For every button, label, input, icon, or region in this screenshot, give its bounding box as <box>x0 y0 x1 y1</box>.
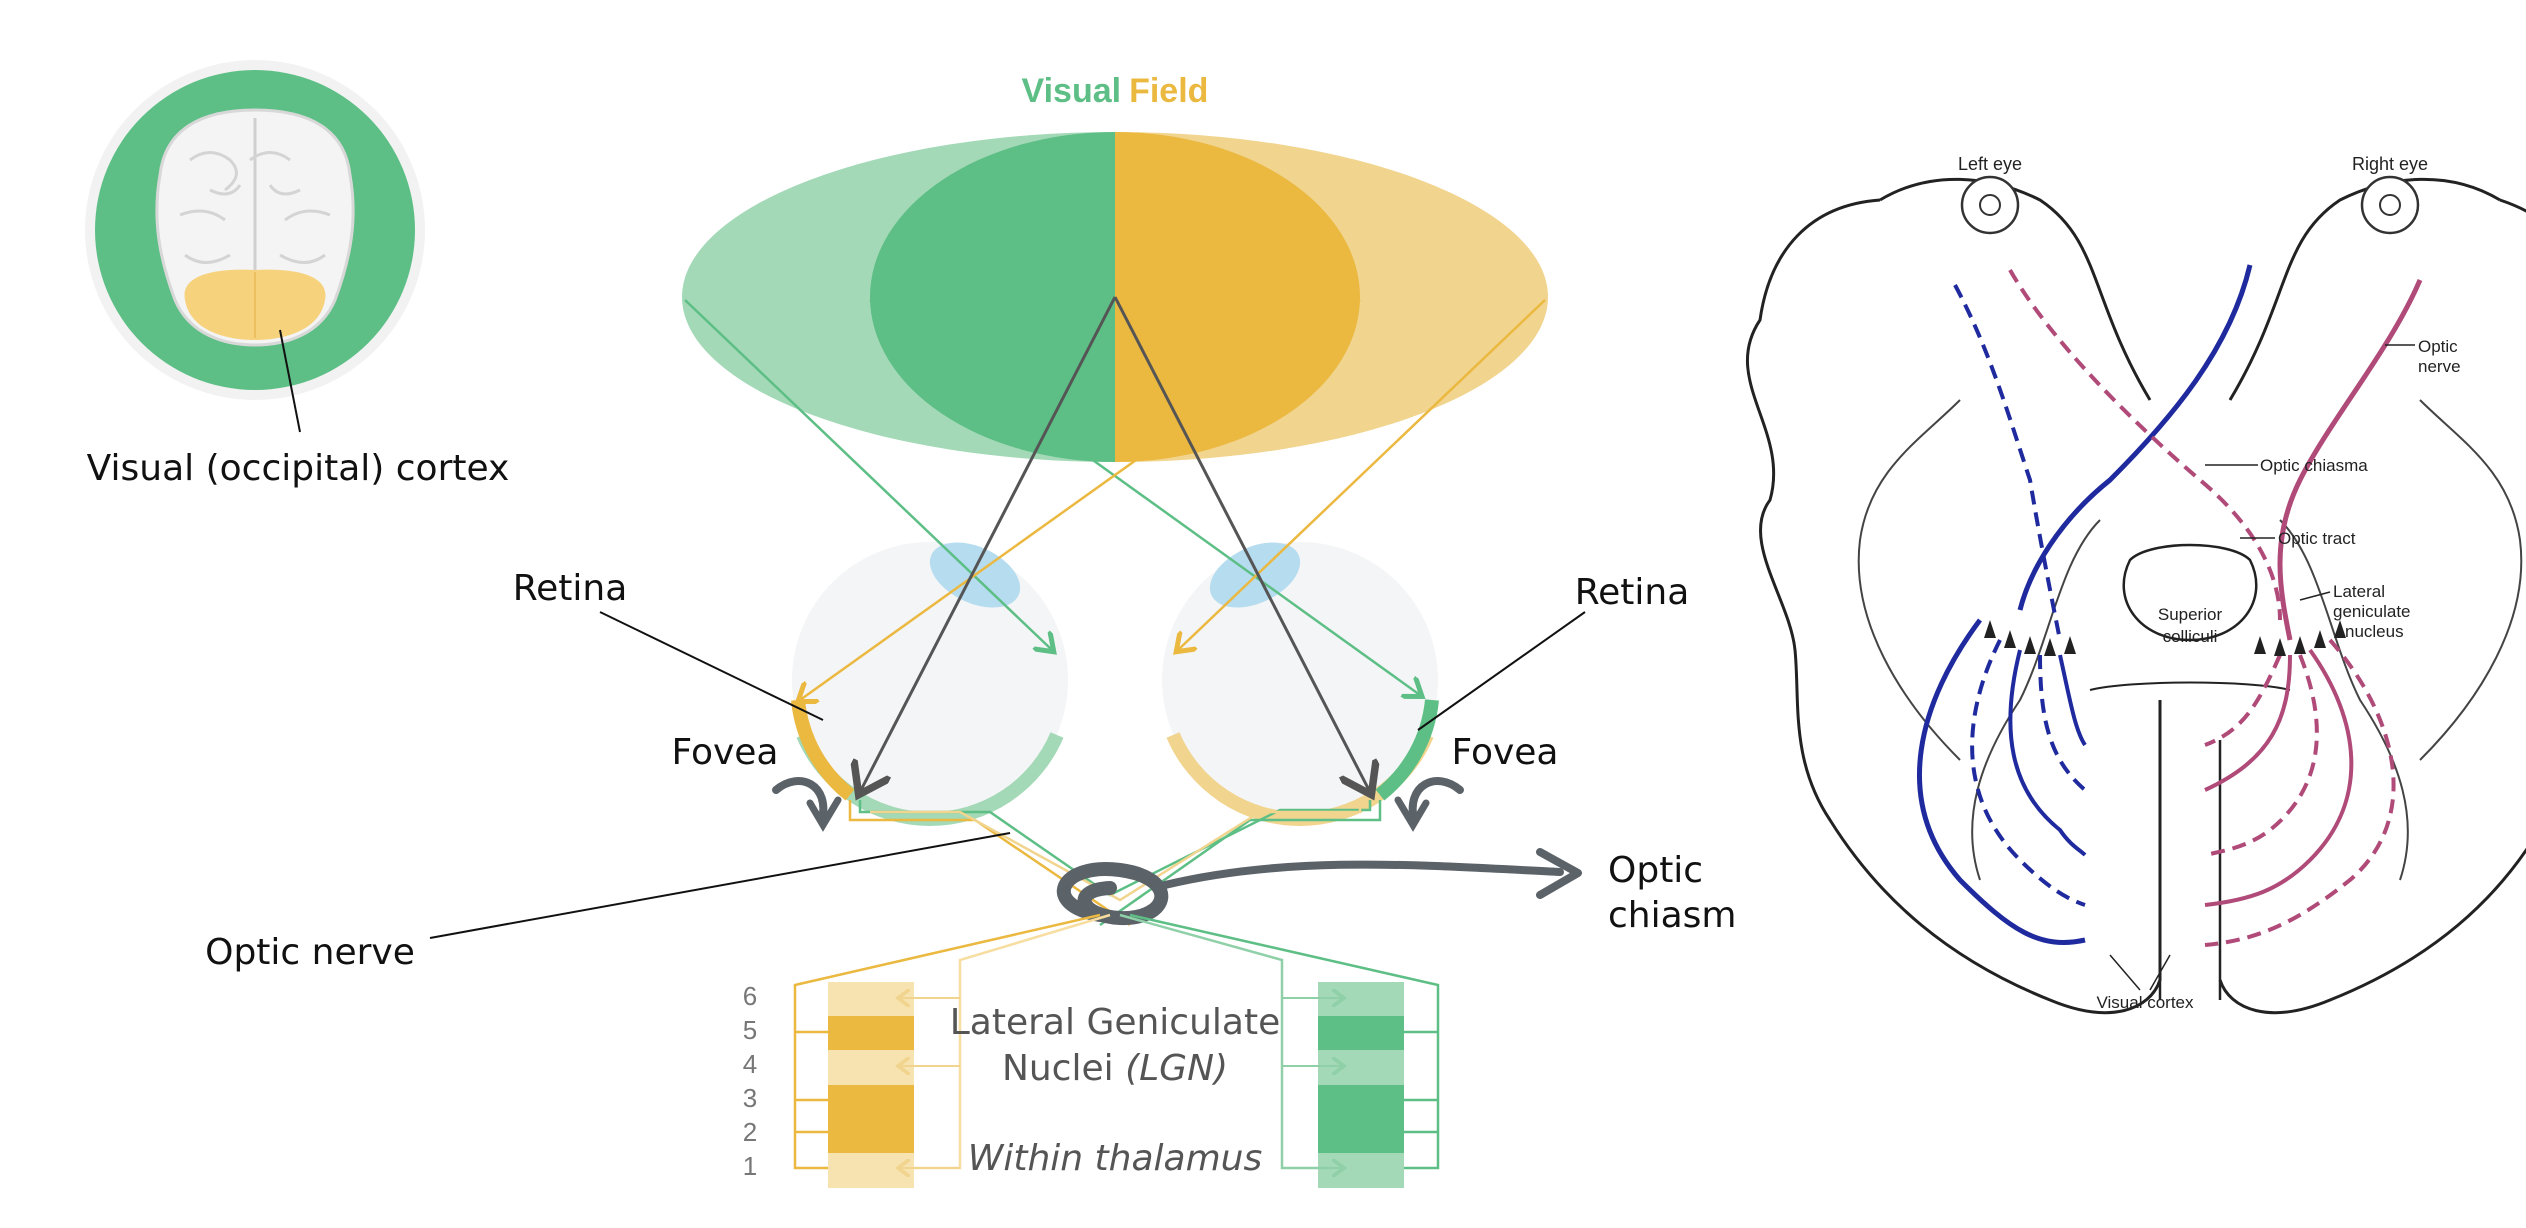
fovea-left-arrow-icon <box>772 777 828 824</box>
lgn-left-layers-2-3 <box>828 1085 914 1153</box>
anat-right-eye-icon <box>2360 175 2420 235</box>
right-eye <box>1162 542 1439 826</box>
fovea-left-arrowhead-icon <box>806 796 842 832</box>
optic-chiasm-icon <box>1056 848 1582 926</box>
anat-lgn-label-1: Lateral <box>2333 582 2385 601</box>
anat-superior-label-1: Superior <box>2158 605 2223 624</box>
optic-nerve-label: Optic nerve <box>205 932 415 973</box>
fovea-left-label: Fovea <box>672 732 779 773</box>
anat-optic-nerve-label-2: nerve <box>2418 357 2461 376</box>
ray-green-left <box>684 299 1052 650</box>
optic-nerve-pointer <box>429 832 1011 939</box>
lgn-layer-number: 2 <box>743 1117 757 1147</box>
anat-lgn-label-3: nucleus <box>2345 622 2404 641</box>
lgn-layer-number: 3 <box>743 1083 757 1113</box>
lgn-layer-number: 6 <box>743 981 757 1011</box>
brain-outline <box>1746 198 2526 1015</box>
anat-lgn-nuclei <box>1984 620 2346 656</box>
pink-pathways <box>2008 269 2423 947</box>
right-eyeball <box>1162 542 1438 818</box>
brain-top-view-icon <box>155 108 355 347</box>
chiasm-arrowhead-icon <box>1536 848 1582 899</box>
lgn-layer-number: 4 <box>743 1049 757 1079</box>
field-left-binocular <box>870 132 1115 462</box>
light-rays <box>684 296 1546 792</box>
blue-pathways <box>1917 264 2253 945</box>
retina-right-pointer <box>1417 611 1586 731</box>
left-eye <box>791 542 1068 826</box>
lgn-title-line1: Lateral Geniculate <box>950 1002 1281 1043</box>
lgn-layer-numbers: 6 5 4 3 2 1 <box>743 981 757 1181</box>
brain-inset: Visual (occipital) cortex <box>85 60 509 489</box>
anat-left-eye-label: Left eye <box>1958 154 2022 174</box>
ray-orange-right <box>1178 299 1546 650</box>
visual-field-word-visual: Visual <box>1022 72 1122 110</box>
anat-lgn-label-2: geniculate <box>2333 602 2411 621</box>
anat-right-eye-label: Right eye <box>2352 154 2428 174</box>
ray-orange-left <box>800 298 1361 700</box>
lgn-subtitle: Within thalamus <box>968 1138 1263 1179</box>
anat-visual-cortex-label: Visual cortex <box>2096 993 2194 1012</box>
lgn-right-layers-2-3 <box>1318 1085 1404 1153</box>
optic-chiasm-label-line1: Optic <box>1608 850 1703 891</box>
anat-optic-chiasma-label: Optic chiasma <box>2260 456 2368 475</box>
lgn-layer-number: 1 <box>743 1151 757 1181</box>
anat-optic-tract-label: Optic tract <box>2278 529 2356 548</box>
left-eyeball <box>792 542 1068 818</box>
visual-field-word-field: Field <box>1129 72 1208 110</box>
ray-fixation-left <box>860 296 1117 792</box>
lgn-title-nuclei: Nuclei <box>1002 1048 1125 1089</box>
anatomical-brain-diagram: Left eye Right eye Optic nerve Optic chi… <box>1746 154 2526 1015</box>
retina-left-label: Retina <box>513 568 628 609</box>
fovea-right-label: Fovea <box>1452 732 1559 773</box>
lgn-title-line2: Nuclei (LGN) <box>1002 1048 1228 1089</box>
lgn-right <box>1119 913 1440 1188</box>
optic-chiasm-label-line2: chiasm <box>1608 895 1737 936</box>
lgn-layer-number: 5 <box>743 1015 757 1045</box>
inset-pointer-line <box>279 329 301 433</box>
lgn-title-abbrev: (LGN) <box>1125 1048 1228 1089</box>
ray-green-right <box>869 298 1420 695</box>
fovea-right-arrow-icon <box>1408 777 1464 824</box>
ray-fixation-right <box>1113 296 1370 792</box>
right-retina-nasal <box>1375 699 1439 801</box>
lgn-left <box>793 913 1111 1188</box>
anat-optic-nerve-label-1: Optic <box>2418 337 2458 356</box>
fovea-right-arrowhead-icon <box>1394 796 1430 832</box>
retina-left-pointer <box>599 611 824 721</box>
occipital-cortex-label: Visual (occipital) cortex <box>87 448 510 489</box>
anat-superior-label-2: colliculi <box>2163 627 2218 646</box>
left-retina-nasal <box>791 699 855 801</box>
field-right-binocular <box>1115 132 1360 462</box>
retina-right-label: Retina <box>1575 572 1690 613</box>
anat-left-eye-icon <box>1960 175 2020 235</box>
